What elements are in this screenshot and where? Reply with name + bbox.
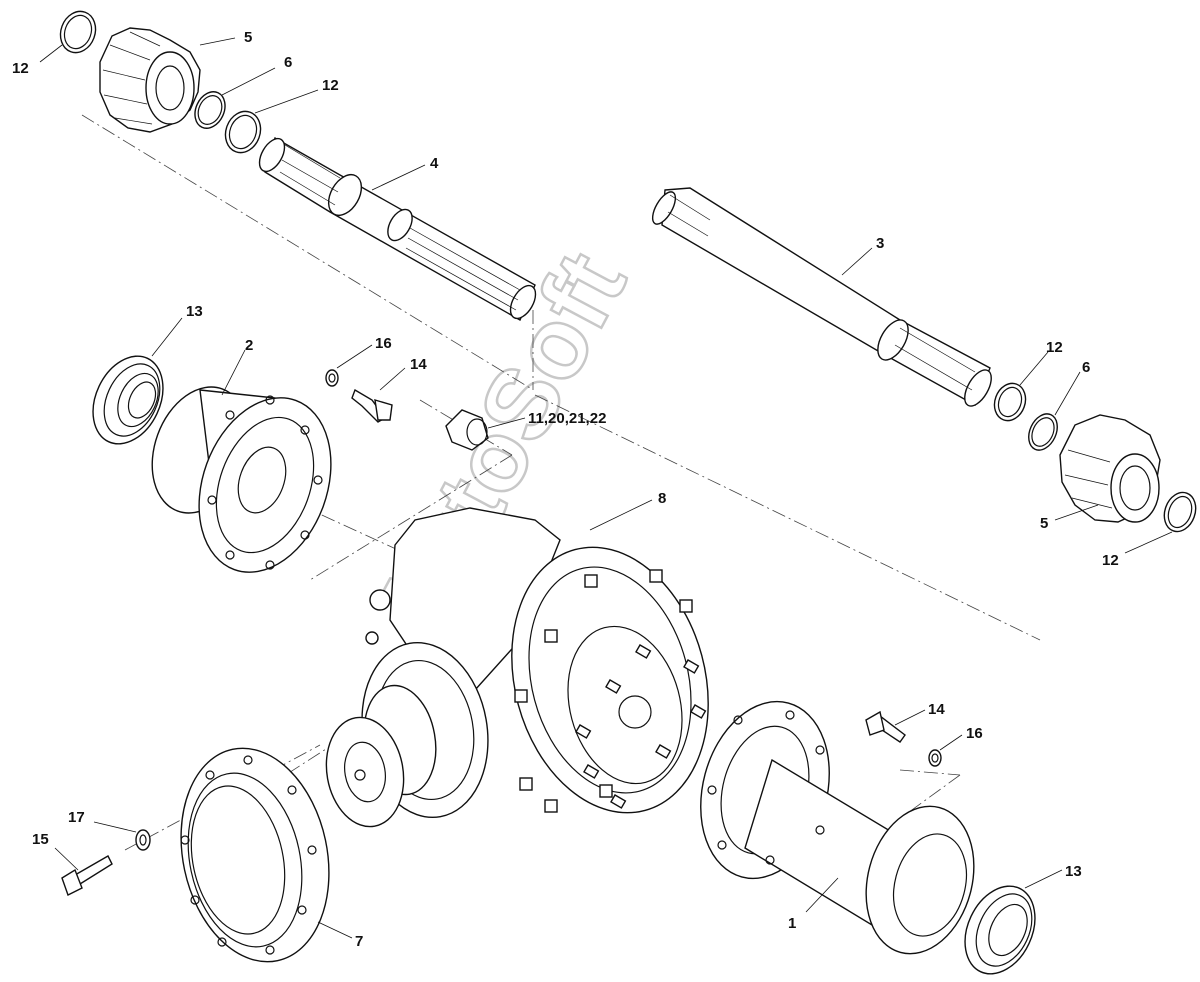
label-14-top: 14 [410,356,427,373]
label-17: 17 [68,809,85,826]
label-12-top: 12 [322,77,339,94]
label-5-right: 5 [1040,515,1048,532]
axle-housing-part-8 [325,499,709,828]
snap-ring-part-12-right-bottom [1124,491,1197,554]
washer-part-17 [93,821,151,851]
label-8: 8 [658,490,666,507]
label-12-topleft: 12 [12,60,29,77]
bolt-part-14-right [865,709,926,743]
plug-part-11 [445,409,526,451]
label-13-right: 13 [1065,863,1082,880]
o-ring-part-6-right [1028,371,1081,451]
label-6-top: 6 [284,54,292,71]
snap-ring-part-12-top [224,89,319,154]
hub-part-1-right [700,700,975,955]
bolt-part-15 [54,847,113,896]
label-6-right: 6 [1082,359,1090,376]
label-1: 1 [788,915,796,932]
label-16-top: 16 [375,335,392,352]
washer-part-16-top [325,344,373,387]
label-2: 2 [245,337,253,354]
label-4: 4 [430,155,439,172]
label-7: 7 [355,933,363,950]
label-16-right: 16 [966,725,983,742]
label-15: 15 [32,831,49,848]
ring-flange-part-7 [180,747,353,963]
label-5-top: 5 [244,29,252,46]
label-3: 3 [876,235,884,252]
gear-part-5-right [1054,414,1161,523]
label-14-right: 14 [928,701,945,718]
bearing-part-13-left [92,317,183,445]
bolt-part-14-top [351,367,406,423]
gear-part-5-top [99,27,236,133]
label-11-20-21-22: 11,20,21,22 [528,410,606,427]
o-ring-part-6-top [194,67,276,129]
callout-labels: 12 5 6 12 4 3 13 2 16 14 11,20,21,22 12 … [12,29,1119,950]
axle-shaft-part-4 [258,136,537,321]
axle-shaft-part-3 [651,187,992,407]
hub-part-2-left [151,349,332,573]
label-12-right-bottom: 12 [1102,552,1119,569]
label-13-left: 13 [186,303,203,320]
snap-ring-part-12-right-top [993,351,1049,422]
snap-ring-part-12-topleft [39,10,97,63]
label-12-right-top: 12 [1046,339,1063,356]
washer-part-16-right [928,734,963,767]
bearing-part-13-right [964,869,1063,975]
